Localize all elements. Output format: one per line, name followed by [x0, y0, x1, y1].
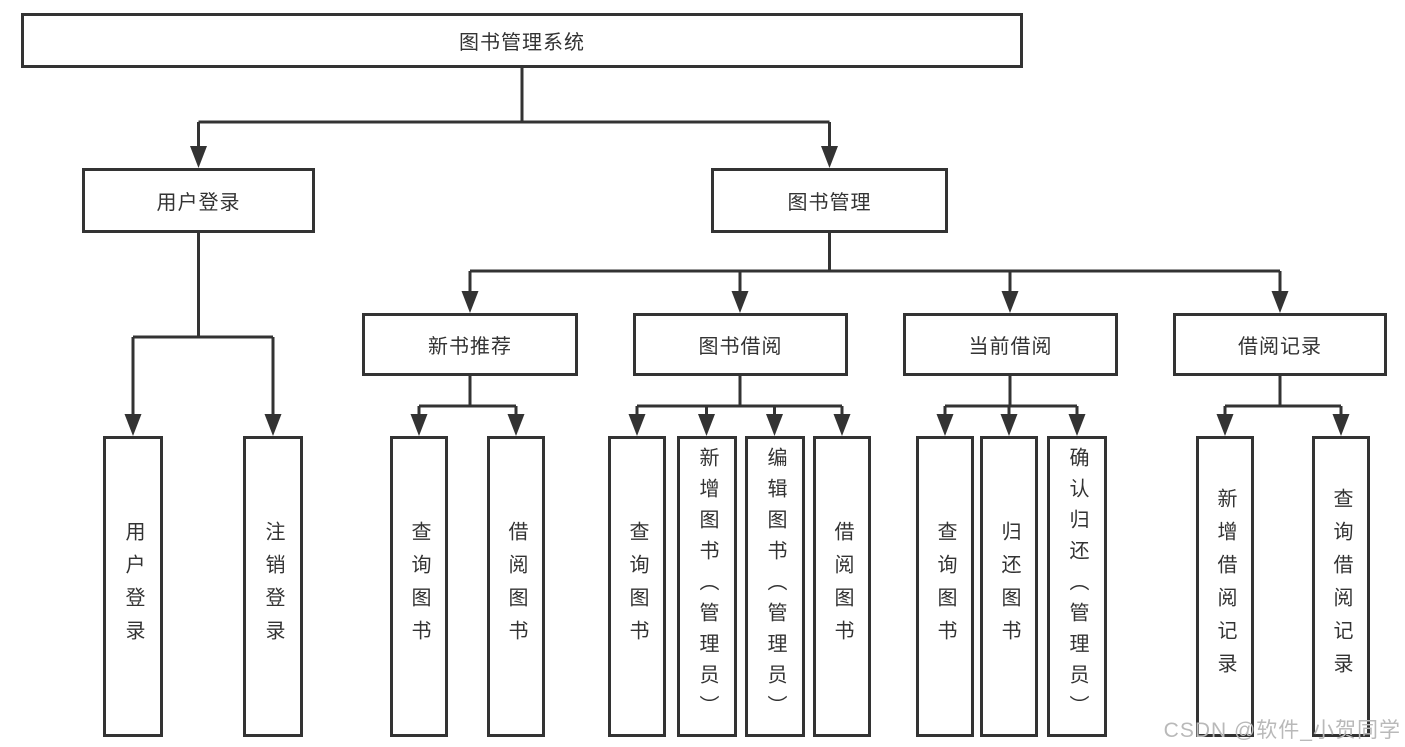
node-book-management-label: 图书管理	[787, 192, 872, 214]
leaf-confirm-return-admin: 确认归还（管理员）	[1047, 436, 1107, 737]
arrow-down-icon	[1332, 414, 1350, 436]
arrow-down-icon	[1001, 291, 1019, 313]
node-book-borrowing-label: 图书借阅	[698, 336, 783, 358]
node-new-book-recommend: 新书推荐	[362, 313, 578, 376]
connector-current-borrow	[943, 376, 1079, 418]
leaf-borrow-edit-admin: 编辑图书（管理员）	[745, 436, 805, 737]
leaf-query-borrow-record: 查询借阅记录	[1312, 436, 1370, 737]
leaf-borrow-query-label: 查询图书	[626, 520, 648, 653]
node-borrowing-records-label: 借阅记录	[1238, 336, 1322, 358]
arrow-down-icon	[1068, 414, 1086, 436]
arrow-down-icon	[507, 414, 525, 436]
arrow-down-icon	[264, 414, 282, 436]
leaf-user-login-label: 用户登录	[122, 520, 144, 653]
node-current-borrowing-label: 当前借阅	[968, 336, 1053, 358]
node-root: 图书管理系统	[21, 13, 1023, 68]
arrowheads	[124, 146, 1350, 436]
leaf-query-borrow-record-label: 查询借阅记录	[1330, 487, 1352, 686]
leaf-newbook-query: 查询图书	[390, 436, 448, 737]
leaf-borrow-add-admin-label: 新增图书（管理员）	[696, 447, 718, 726]
arrow-down-icon	[1271, 291, 1289, 313]
leaf-add-borrow-record-label: 新增借阅记录	[1214, 487, 1236, 686]
arrow-down-icon	[410, 414, 428, 436]
leaf-return-book: 归还图书	[980, 436, 1038, 737]
leaf-confirm-return-admin-label: 确认归还（管理员）	[1066, 447, 1088, 726]
leaf-borrow-query: 查询图书	[608, 436, 666, 737]
leaf-borrow-add-admin: 新增图书（管理员）	[677, 436, 737, 737]
arrow-down-icon	[461, 291, 479, 313]
arrow-down-icon	[1000, 414, 1018, 436]
leaf-borrow-book-label: 借阅图书	[831, 520, 853, 653]
node-new-book-recommend-label: 新书推荐	[428, 336, 512, 358]
arrow-down-icon	[698, 414, 715, 436]
node-current-borrowing: 当前借阅	[903, 313, 1118, 376]
leaf-newbook-query-label: 查询图书	[408, 520, 430, 653]
arrow-down-icon	[190, 146, 207, 168]
connector-borrow-record	[1223, 376, 1343, 418]
arrow-down-icon	[833, 414, 851, 436]
leaf-user-login: 用户登录	[103, 436, 163, 737]
connector-user-login	[131, 233, 275, 418]
arrow-down-icon	[936, 414, 954, 436]
csdn-watermark: CSDN @软件_小贺同学	[1163, 719, 1401, 742]
node-book-management: 图书管理	[711, 168, 948, 233]
node-user-login: 用户登录	[82, 168, 315, 233]
node-root-label: 图书管理系统	[459, 32, 585, 54]
arrow-down-icon	[766, 414, 783, 436]
connector-new-book	[417, 376, 518, 418]
node-book-borrowing: 图书借阅	[633, 313, 848, 376]
leaf-borrow-book: 借阅图书	[813, 436, 871, 737]
connector-book-mgmt	[468, 233, 1282, 295]
leaf-logout: 注销登录	[243, 436, 303, 737]
leaf-newbook-borrow: 借阅图书	[487, 436, 545, 737]
arrow-down-icon	[731, 291, 749, 313]
leaf-return-book-label: 归还图书	[998, 520, 1020, 653]
leaf-current-query-label: 查询图书	[934, 520, 956, 653]
arrow-down-icon	[124, 414, 142, 436]
leaf-borrow-edit-admin-label: 编辑图书（管理员）	[764, 447, 786, 726]
node-borrowing-records: 借阅记录	[1173, 313, 1387, 376]
node-user-login-label: 用户登录	[156, 192, 241, 214]
arrow-down-icon	[628, 414, 646, 436]
connector-book-borrow	[635, 376, 844, 418]
leaf-add-borrow-record: 新增借阅记录	[1196, 436, 1254, 737]
leaf-logout-label: 注销登录	[262, 520, 284, 653]
connector-root	[197, 68, 831, 150]
leaf-current-query: 查询图书	[916, 436, 974, 737]
arrow-down-icon	[821, 146, 838, 168]
arrow-down-icon	[1216, 414, 1234, 436]
leaf-newbook-borrow-label: 借阅图书	[505, 520, 527, 653]
